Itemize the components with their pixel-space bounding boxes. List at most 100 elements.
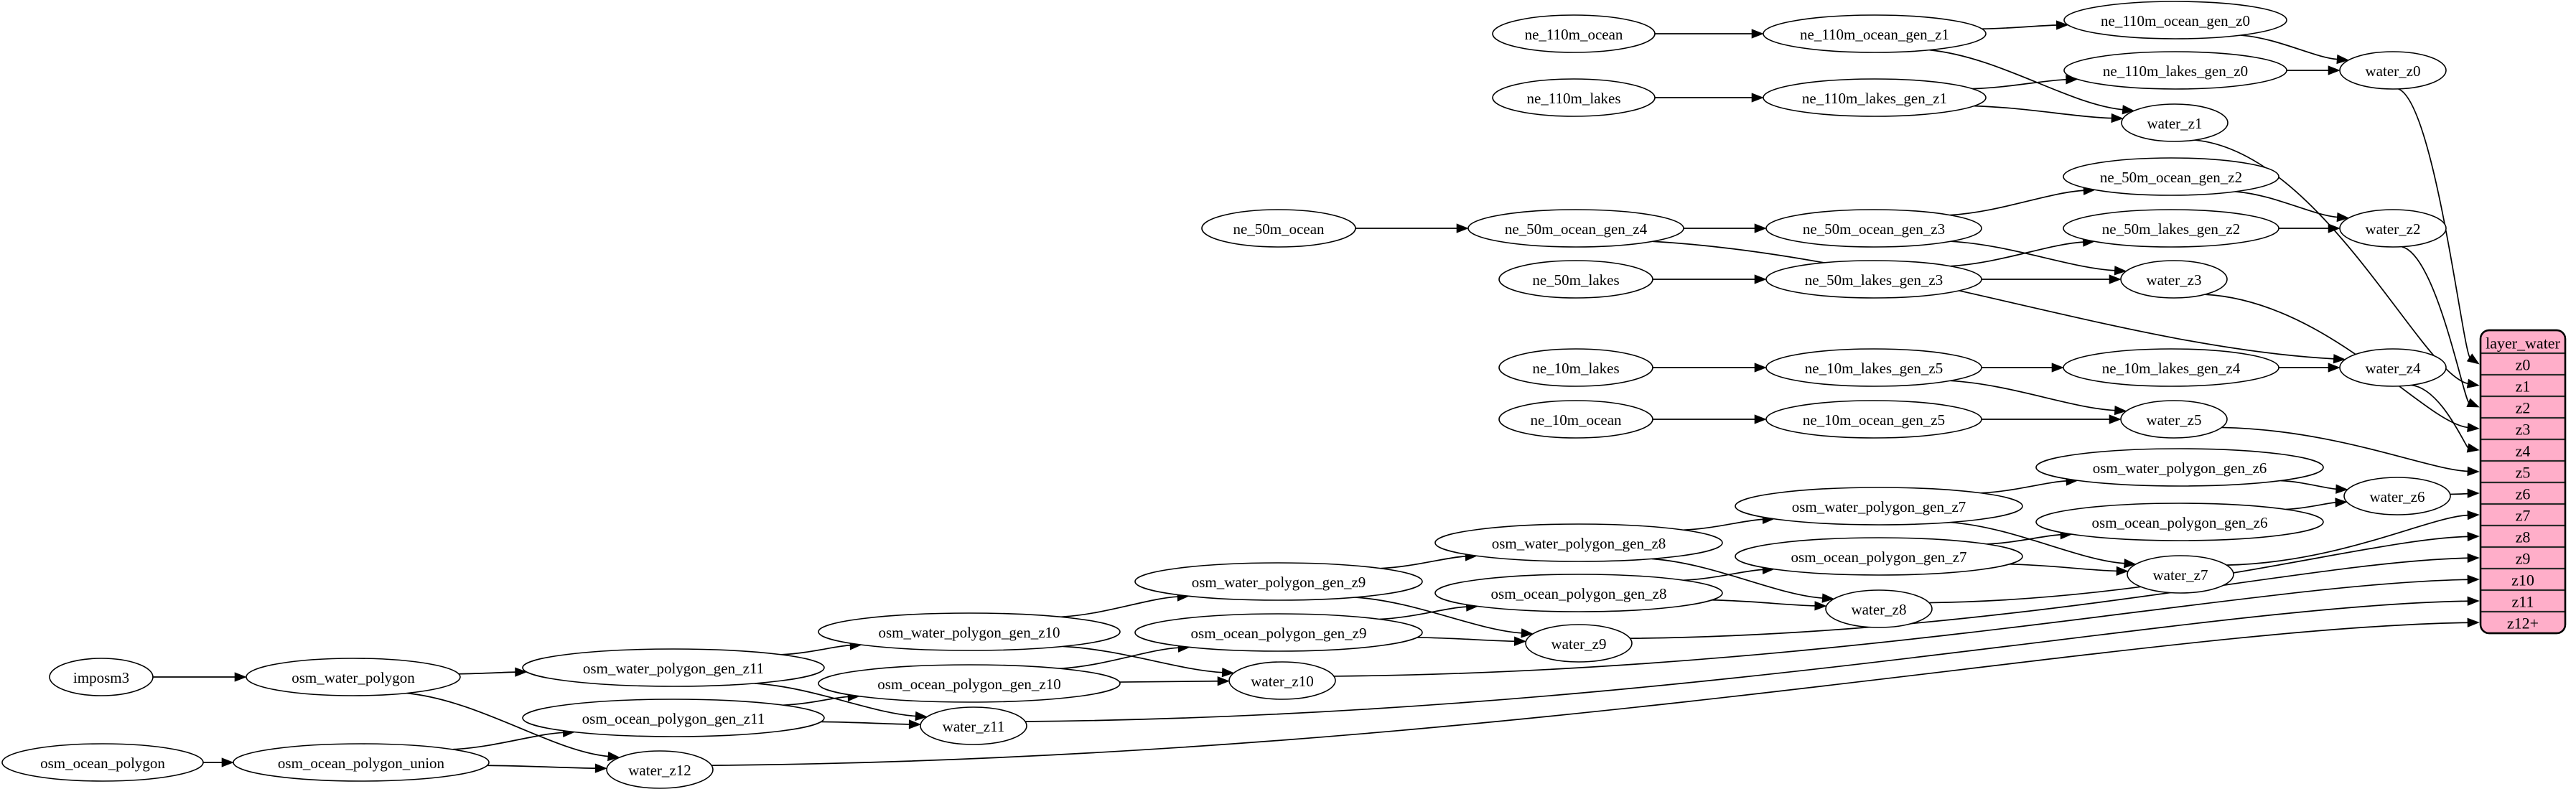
table-row-z11[interactable]: z11 (2481, 590, 2565, 612)
graph-node-label: ne_110m_ocean_gen_z1 (1800, 26, 1949, 43)
graph-node-osm_water_polygon_gen_z8[interactable]: osm_water_polygon_gen_z8 (1434, 523, 1723, 562)
graph-node-ne_110m_ocean_gen_z0[interactable]: ne_110m_ocean_gen_z0 (2063, 1, 2287, 39)
table-row-z1[interactable]: z1 (2481, 375, 2565, 396)
graph-node-label: ne_110m_lakes (1526, 90, 1620, 107)
graph-node-osm_ocean_polygon_gen_z9[interactable]: osm_ocean_polygon_gen_z9 (1134, 613, 1423, 652)
graph-node-label: ne_50m_ocean_gen_z4 (1505, 220, 1648, 238)
graph-node-osm_water_polygon[interactable]: osm_water_polygon (246, 658, 461, 696)
table-header-label: layer_water (2486, 335, 2560, 353)
table-row-z0[interactable]: z0 (2481, 353, 2565, 375)
graph-node-label: ne_110m_ocean_gen_z0 (2101, 12, 2250, 29)
table-row-z6[interactable]: z6 (2481, 482, 2565, 504)
graph-node-label: ne_50m_lakes_gen_z3 (1805, 271, 1943, 289)
graph-node-ne_50m_ocean_gen_z3[interactable]: ne_50m_ocean_gen_z3 (1765, 209, 1982, 248)
graph-node-label: osm_ocean_polygon_gen_z9 (1191, 625, 1367, 642)
table-row-label: z10 (2511, 571, 2534, 589)
table-row-label: z1 (2516, 378, 2531, 396)
graph-node-osm_ocean_polygon_gen_z6[interactable]: osm_ocean_polygon_gen_z6 (2035, 503, 2324, 541)
graph-node-water_z10[interactable]: water_z10 (1228, 661, 1336, 700)
graph-edge (1982, 274, 2122, 284)
graph-node-label: osm_ocean_polygon_gen_z11 (582, 710, 765, 727)
graph-node-osm_ocean_polygon_gen_z10[interactable]: osm_ocean_polygon_gen_z10 (818, 664, 1121, 703)
graph-edge (821, 719, 922, 729)
graph-edge-to-table-row (2450, 488, 2480, 498)
graph-node-ne_50m_lakes[interactable]: ne_50m_lakes (1498, 260, 1653, 299)
table-row-z9[interactable]: z9 (2481, 547, 2565, 569)
graph-edge (2278, 363, 2341, 373)
graph-edge-to-table-row (1333, 574, 2480, 677)
graph-node-ne_10m_lakes[interactable]: ne_10m_lakes (1498, 348, 1653, 387)
graph-node-label: osm_ocean_polygon_gen_z10 (877, 676, 1060, 693)
graph-node-water_z5[interactable]: water_z5 (2120, 400, 2228, 439)
graph-node-water_z8[interactable]: water_z8 (1825, 589, 1933, 628)
graph-edge (1653, 274, 1767, 284)
graph-node-label: ne_50m_lakes_gen_z2 (2102, 220, 2240, 238)
graph-node-osm_ocean_polygon[interactable]: osm_ocean_polygon (1, 743, 204, 782)
table-row-z2[interactable]: z2 (2481, 396, 2565, 418)
graph-node-osm_water_polygon_gen_z9[interactable]: osm_water_polygon_gen_z9 (1134, 562, 1423, 601)
graph-node-label: ne_10m_lakes (1532, 360, 1619, 377)
graph-edge (2280, 480, 2348, 494)
graph-node-ne_50m_ocean_gen_z2[interactable]: ne_50m_ocean_gen_z2 (2063, 157, 2279, 196)
graph-node-osm_ocean_polygon_gen_z8[interactable]: osm_ocean_polygon_gen_z8 (1434, 574, 1723, 612)
graph-node-label: osm_water_polygon_gen_z11 (583, 660, 764, 677)
table-row-z12+[interactable]: z12+ (2481, 612, 2565, 633)
graph-node-water_z6[interactable]: water_z6 (2343, 477, 2451, 515)
table-row-z10[interactable]: z10 (2481, 569, 2565, 590)
graph-node-water_z0[interactable]: water_z0 (2339, 51, 2447, 90)
graph-node-water_z1[interactable]: water_z1 (2121, 103, 2229, 142)
graph-edge (1652, 241, 2346, 364)
graph-node-ne_110m_ocean[interactable]: ne_110m_ocean (1492, 14, 1656, 53)
graph-node-osm_ocean_polygon_gen_z7[interactable]: osm_ocean_polygon_gen_z7 (1735, 537, 2023, 576)
graph-node-osm_ocean_polygon_union[interactable]: osm_ocean_polygon_union (233, 743, 490, 782)
graph-node-label: osm_ocean_polygon_gen_z6 (2092, 514, 2268, 531)
table-row-z8[interactable]: z8 (2481, 526, 2565, 547)
graph-node-ne_10m_ocean[interactable]: ne_10m_ocean (1498, 400, 1653, 439)
graph-node-water_z12[interactable]: water_z12 (606, 750, 714, 789)
graph-node-ne_110m_lakes_gen_z1[interactable]: ne_110m_lakes_gen_z1 (1763, 78, 1987, 117)
table-row-z4[interactable]: z4 (2481, 439, 2565, 461)
graph-node-label: water_z5 (2147, 411, 2202, 429)
graph-edge (1982, 414, 2122, 424)
table-row-label: z4 (2516, 442, 2531, 460)
graph-node-label: osm_ocean_polygon_gen_z7 (1791, 548, 1967, 566)
graph-node-ne_10m_lakes_gen_z4[interactable]: ne_10m_lakes_gen_z4 (2063, 348, 2279, 387)
graph-edge (2279, 223, 2341, 233)
graph-node-ne_110m_lakes[interactable]: ne_110m_lakes (1492, 78, 1656, 117)
graph-node-water_z4[interactable]: water_z4 (2339, 348, 2447, 387)
graph-node-label: imposm3 (73, 669, 129, 686)
graph-node-osm_water_polygon_gen_z11[interactable]: osm_water_polygon_gen_z11 (522, 648, 825, 687)
graph-node-water_z11[interactable]: water_z11 (920, 706, 1027, 745)
graph-node-ne_110m_lakes_gen_z0[interactable]: ne_110m_lakes_gen_z0 (2063, 51, 2287, 90)
graph-node-label: water_z7 (2153, 566, 2208, 584)
graph-node-label: water_z4 (2366, 360, 2421, 377)
graph-node-label: ne_50m_ocean (1233, 220, 1325, 238)
graph-node-water_z7[interactable]: water_z7 (2127, 555, 2234, 594)
graph-node-water_z9[interactable]: water_z9 (1525, 624, 1633, 663)
graph-node-ne_50m_lakes_gen_z3[interactable]: ne_50m_lakes_gen_z3 (1765, 260, 1982, 299)
table-outline (2479, 329, 2567, 635)
graph-edge (1950, 521, 2137, 569)
graph-node-ne_10m_ocean_gen_z5[interactable]: ne_10m_ocean_gen_z5 (1765, 400, 1982, 439)
graph-node-osm_water_polygon_gen_z7[interactable]: osm_water_polygon_gen_z7 (1735, 487, 2023, 526)
graph-edge (1980, 476, 2078, 494)
table-row-z7[interactable]: z7 (2481, 504, 2565, 526)
table-row-z5[interactable]: z5 (2481, 461, 2565, 482)
graph-node-label: water_z10 (1251, 673, 1313, 690)
graph-node-ne_10m_lakes_gen_z5[interactable]: ne_10m_lakes_gen_z5 (1765, 348, 1982, 387)
graph-node-water_z2[interactable]: water_z2 (2339, 209, 2447, 248)
graph-node-ne_50m_ocean_gen_z4[interactable]: ne_50m_ocean_gen_z4 (1467, 209, 1684, 248)
graph-node-water_z3[interactable]: water_z3 (2120, 260, 2228, 299)
graph-node-imposm3[interactable]: imposm3 (49, 658, 154, 696)
graph-node-ne_50m_lakes_gen_z2[interactable]: ne_50m_lakes_gen_z2 (2063, 209, 2279, 248)
table-row-z3[interactable]: z3 (2481, 418, 2565, 439)
graph-node-label: ne_50m_ocean_gen_z2 (2100, 169, 2242, 186)
graph-node-ne_50m_ocean[interactable]: ne_50m_ocean (1201, 209, 1356, 248)
graph-node-ne_110m_ocean_gen_z1[interactable]: ne_110m_ocean_gen_z1 (1763, 14, 1987, 53)
graph-node-osm_ocean_polygon_gen_z11[interactable]: osm_ocean_polygon_gen_z11 (522, 699, 825, 737)
table-row-label: z3 (2516, 421, 2531, 439)
graph-edge (1712, 599, 1827, 611)
graph-node-osm_water_polygon_gen_z10[interactable]: osm_water_polygon_gen_z10 (818, 612, 1121, 651)
graph-node-label: water_z12 (628, 762, 691, 779)
graph-node-osm_water_polygon_gen_z6[interactable]: osm_water_polygon_gen_z6 (2035, 448, 2324, 487)
